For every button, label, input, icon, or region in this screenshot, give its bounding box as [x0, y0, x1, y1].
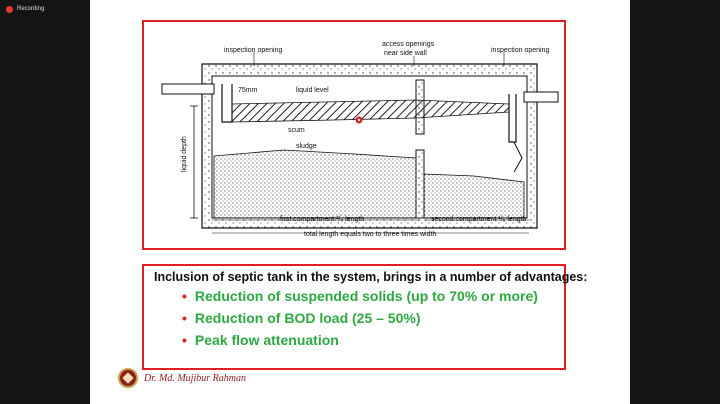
inspection-opening-right-label: inspection opening: [491, 47, 549, 54]
septic-tank-diagram: inspection opening access openings near …: [142, 20, 566, 250]
author-name: Dr. Md. Mujibur Rahman: [144, 372, 246, 384]
inlet-tee: [221, 84, 233, 123]
advantage-text: Reduction of suspended solids (up to 70%…: [194, 288, 538, 304]
slide-footer: Dr. Md. Mujibur Rahman: [118, 368, 246, 388]
outlet-baffle: [513, 141, 523, 173]
advantages-heading: Inclusion of septic tank in the system, …: [154, 270, 588, 284]
liquid-depth-label: liquid depth: [181, 136, 188, 172]
recording-indicator: Recording: [0, 0, 90, 18]
inlet-pipe: [161, 83, 215, 95]
first-compartment-label: first compartment ²/₃ length: [280, 216, 364, 223]
advantages-box: Inclusion of septic tank in the system, …: [142, 264, 588, 370]
bullet-icon: •: [182, 332, 187, 348]
total-length-label: total length equals two to three times w…: [304, 231, 436, 238]
partition-wall-bottom: [415, 149, 425, 219]
recording-dot-icon: [6, 5, 13, 13]
liquid-level-label: liquid level: [296, 87, 329, 94]
left-black-panel: [0, 0, 90, 404]
scum-layer: [231, 99, 510, 123]
sludge-first: [213, 149, 417, 219]
outlet-pipe: [523, 91, 559, 103]
partition-wall-top: [415, 79, 425, 135]
bullet-icon: •: [182, 310, 187, 326]
outlet-tee: [508, 94, 517, 143]
mm75-label: 75mm: [238, 87, 258, 94]
right-black-panel: [630, 0, 720, 404]
bullet-icon: •: [182, 288, 187, 304]
access-openings-label: access openings: [382, 41, 435, 48]
recording-label: Recording: [17, 6, 45, 12]
inspection-opening-left-label: inspection opening: [224, 47, 282, 54]
advantage-text: Reduction of BOD load (25 – 50%): [194, 310, 421, 326]
list-item: • Peak flow attenuation: [182, 332, 554, 348]
list-item: • Reduction of suspended solids (up to 7…: [182, 288, 554, 304]
slide: inspection opening access openings near …: [90, 0, 630, 404]
sludge-label: sludge: [296, 143, 317, 150]
near-side-wall-label: near side wall: [384, 50, 427, 57]
list-item: • Reduction of BOD load (25 – 50%): [182, 310, 554, 326]
sludge-second: [423, 173, 525, 219]
second-compartment-label: second compartment ¹/₃ length: [431, 216, 527, 223]
septic-tank-drawing: inspection opening access openings near …: [161, 41, 559, 238]
advantages-list: • Reduction of suspended solids (up to 7…: [154, 288, 554, 348]
scum-label: scum: [288, 127, 305, 134]
advantage-text: Peak flow attenuation: [194, 332, 339, 348]
university-logo-icon: [118, 368, 138, 388]
